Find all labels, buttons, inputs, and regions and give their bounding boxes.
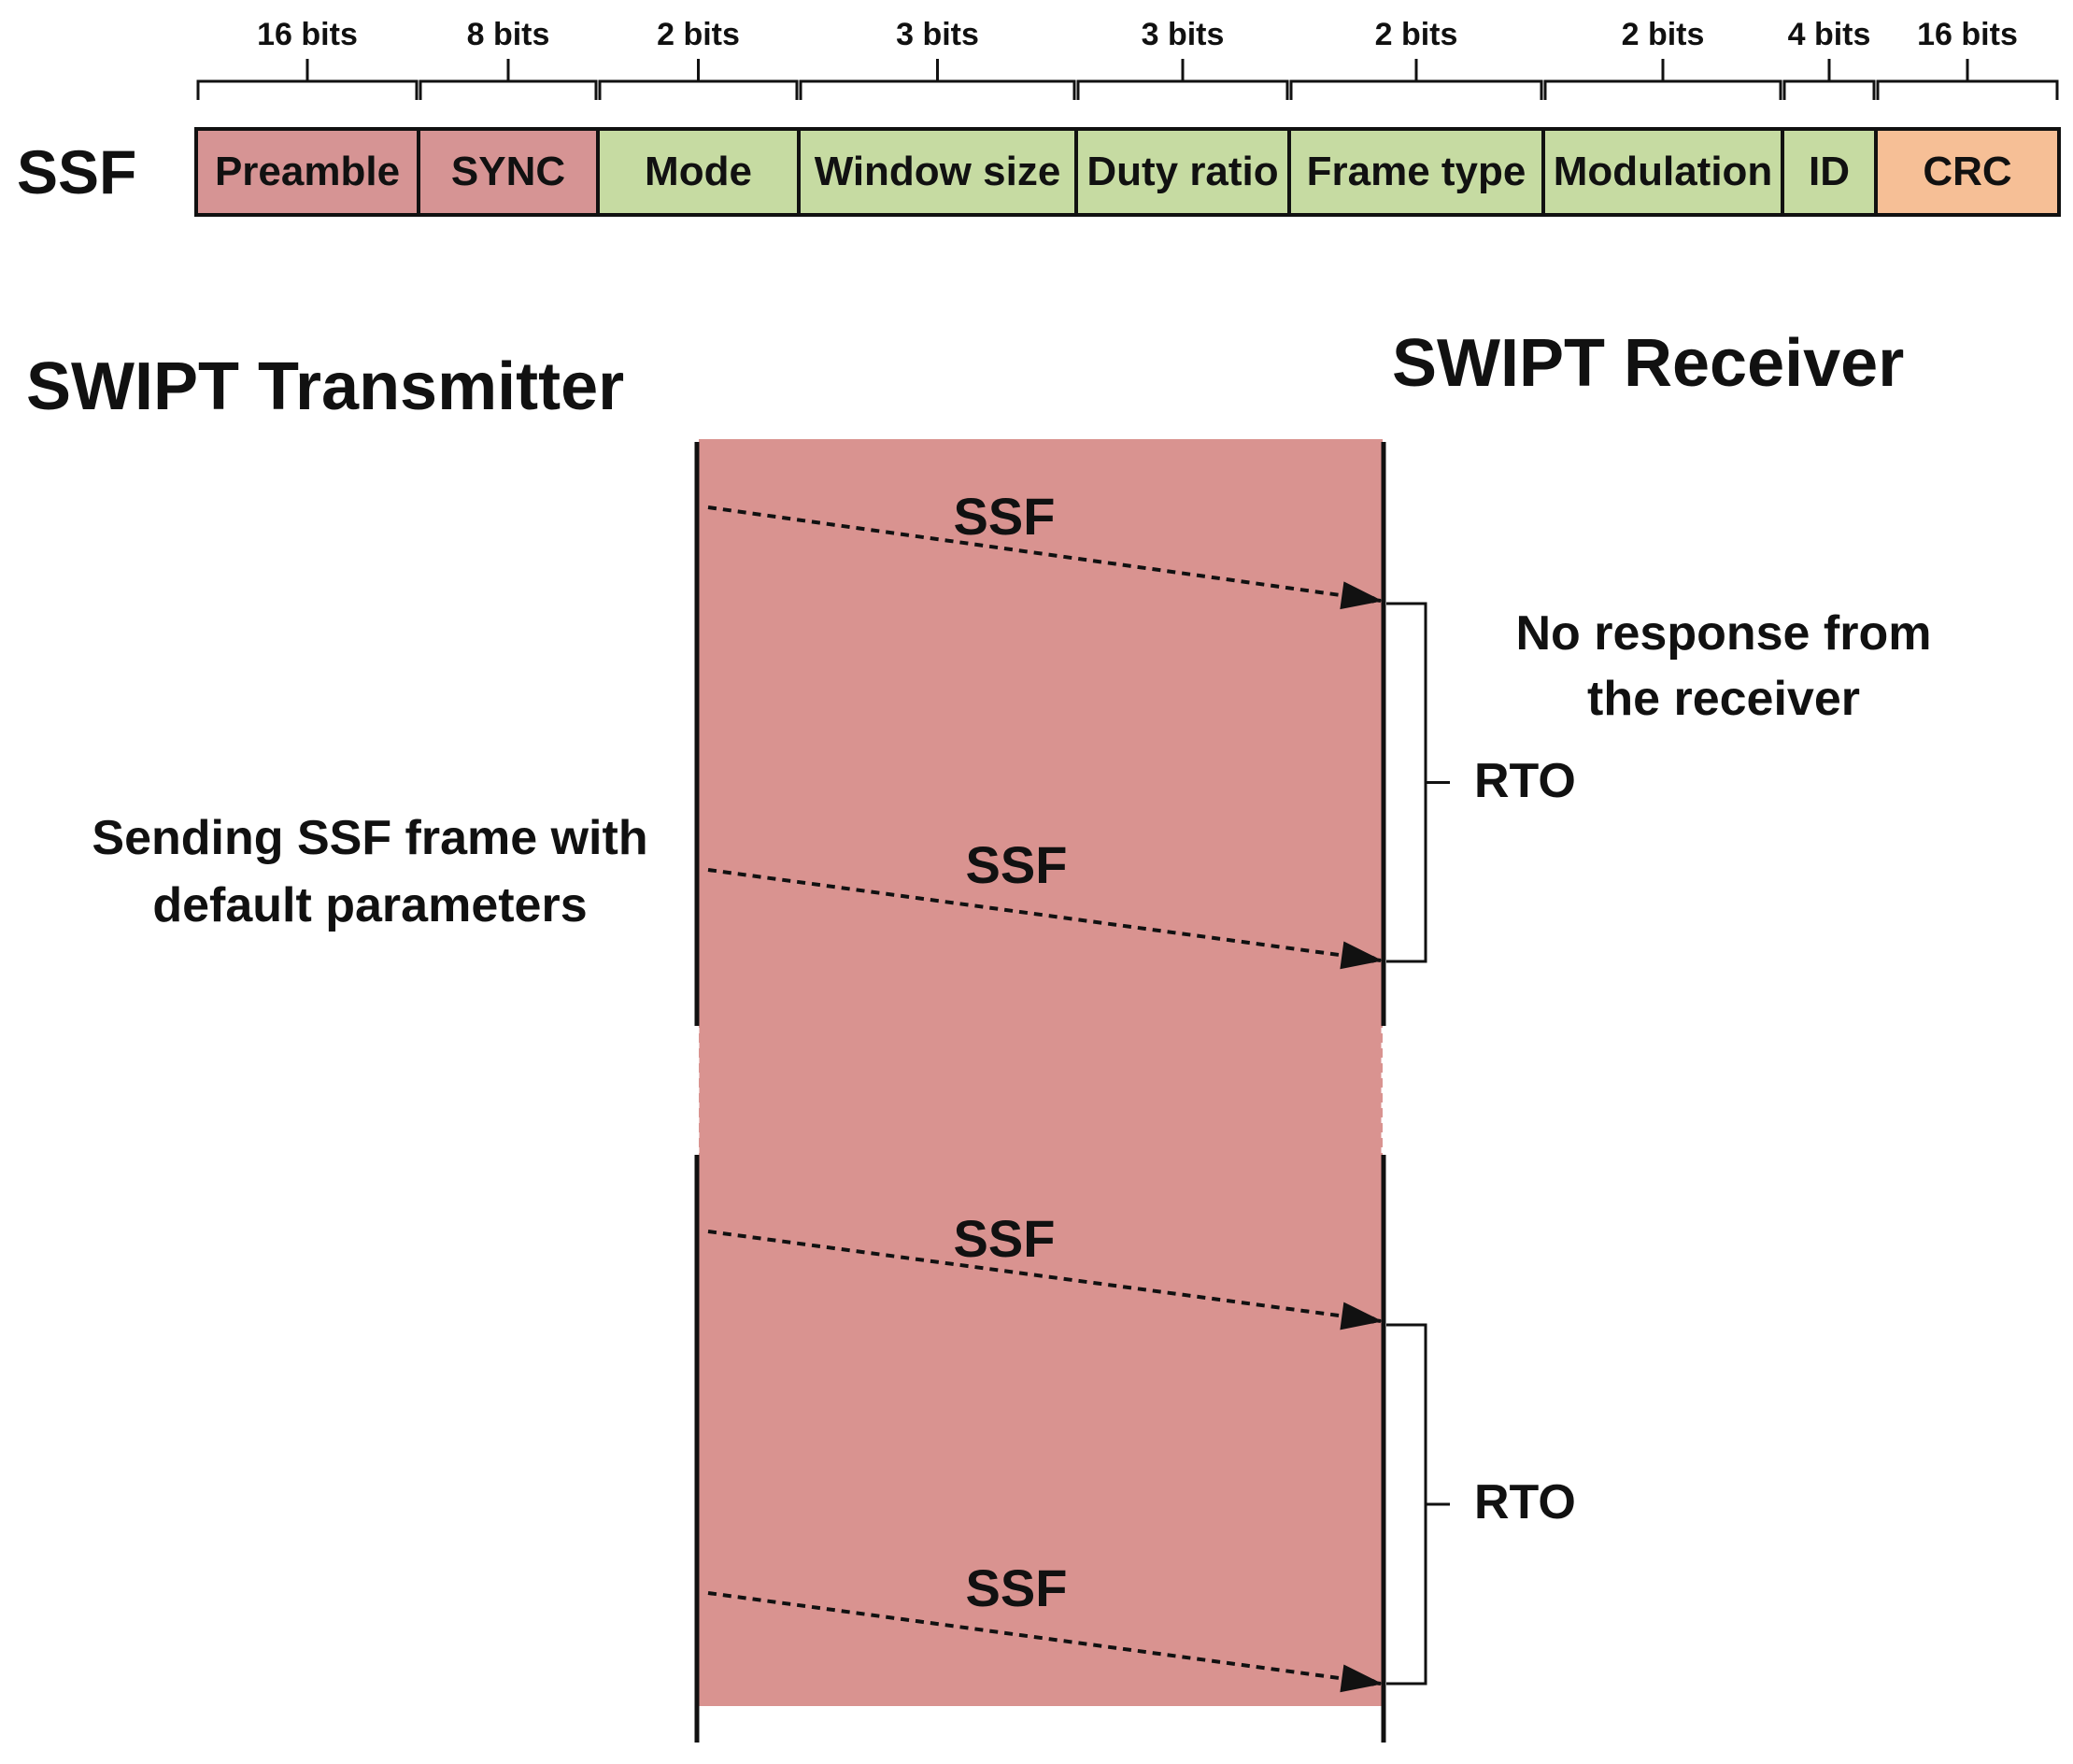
- ssf-message: SSF: [707, 1209, 1383, 1330]
- field-box: [194, 127, 420, 217]
- rto-brace: [1386, 602, 1450, 963]
- field-name-label: Duty ratio: [1086, 149, 1278, 194]
- field-bits-label: 3 bits: [1142, 17, 1225, 52]
- field-bits-label: 2 bits: [1622, 17, 1705, 52]
- field-box: [1874, 127, 2061, 217]
- field-brace: [1543, 59, 1782, 100]
- field-brace: [1289, 59, 1543, 100]
- message-label: SSF: [954, 1209, 1056, 1268]
- field-box: [1541, 127, 1784, 217]
- transmitter-note-line-1: Sending SSF frame with: [92, 811, 647, 865]
- field-brace: [598, 59, 799, 100]
- receiver-note-line-1: No response from: [1516, 606, 1932, 661]
- field-box: [417, 127, 600, 217]
- field-brace: [196, 59, 419, 100]
- rto-brace: [1386, 1323, 1450, 1686]
- field-box: [1287, 127, 1545, 217]
- rto-bracket: RTO: [1386, 1323, 1576, 1686]
- field-bits-label: 16 bits: [1917, 17, 2018, 52]
- ssf-message: SSF: [707, 835, 1383, 970]
- rto-bracket: RTO: [1386, 602, 1576, 963]
- field-bits-label: 2 bits: [657, 17, 740, 52]
- arrowhead-icon: [1340, 941, 1383, 970]
- ssf-message: SSF: [707, 1558, 1383, 1693]
- transmitter-note-line-2: default parameters: [152, 878, 587, 932]
- arrowhead-icon: [1340, 581, 1383, 610]
- field-name-label: ID: [1809, 149, 1850, 194]
- field-name-label: Modulation: [1554, 149, 1773, 194]
- message-label: SSF: [966, 835, 1068, 894]
- rto-label: RTO: [1474, 754, 1576, 808]
- field-brace: [799, 59, 1076, 100]
- field-bits-label: 3 bits: [896, 17, 979, 52]
- message-label: SSF: [966, 1558, 1068, 1617]
- arrowhead-icon: [1340, 1664, 1383, 1693]
- field-box: [1781, 127, 1878, 217]
- arrowhead-icon: [1340, 1302, 1383, 1330]
- receiver-title: SWIPT Receiver: [1392, 326, 1904, 401]
- field-name-label: SYNC: [451, 149, 565, 194]
- ssf-messages: SSF SSF SSF SSF: [707, 487, 1383, 1693]
- field-box: [1074, 127, 1291, 217]
- message-label: SSF: [954, 487, 1056, 546]
- exchange-region: [699, 439, 1383, 1706]
- field-name-label: CRC: [1923, 149, 2011, 194]
- frame-label: SSF: [17, 137, 136, 206]
- field-bits-label: 8 bits: [467, 17, 550, 52]
- transmitter-title: SWIPT Transmitter: [26, 349, 624, 424]
- rto-timeouts: RTO RTO: [1386, 602, 1576, 1686]
- field-bits-label: 2 bits: [1375, 17, 1458, 52]
- receiver-note-line-2: the receiver: [1587, 672, 1860, 726]
- field-name-label: Mode: [645, 149, 752, 194]
- field-name-label: Window size: [815, 149, 1061, 194]
- field-brace: [419, 59, 598, 100]
- field-brace: [1876, 59, 2059, 100]
- field-bits-label: 4 bits: [1788, 17, 1871, 52]
- ssf-message: SSF: [707, 487, 1383, 610]
- field-brace: [1782, 59, 1876, 100]
- field-box: [596, 127, 801, 217]
- field-name-label: Frame type: [1307, 149, 1526, 194]
- field-brace: [1076, 59, 1289, 100]
- field-bits-label: 16 bits: [257, 17, 358, 52]
- rto-label: RTO: [1474, 1475, 1576, 1529]
- field-name-label: Preamble: [215, 149, 400, 194]
